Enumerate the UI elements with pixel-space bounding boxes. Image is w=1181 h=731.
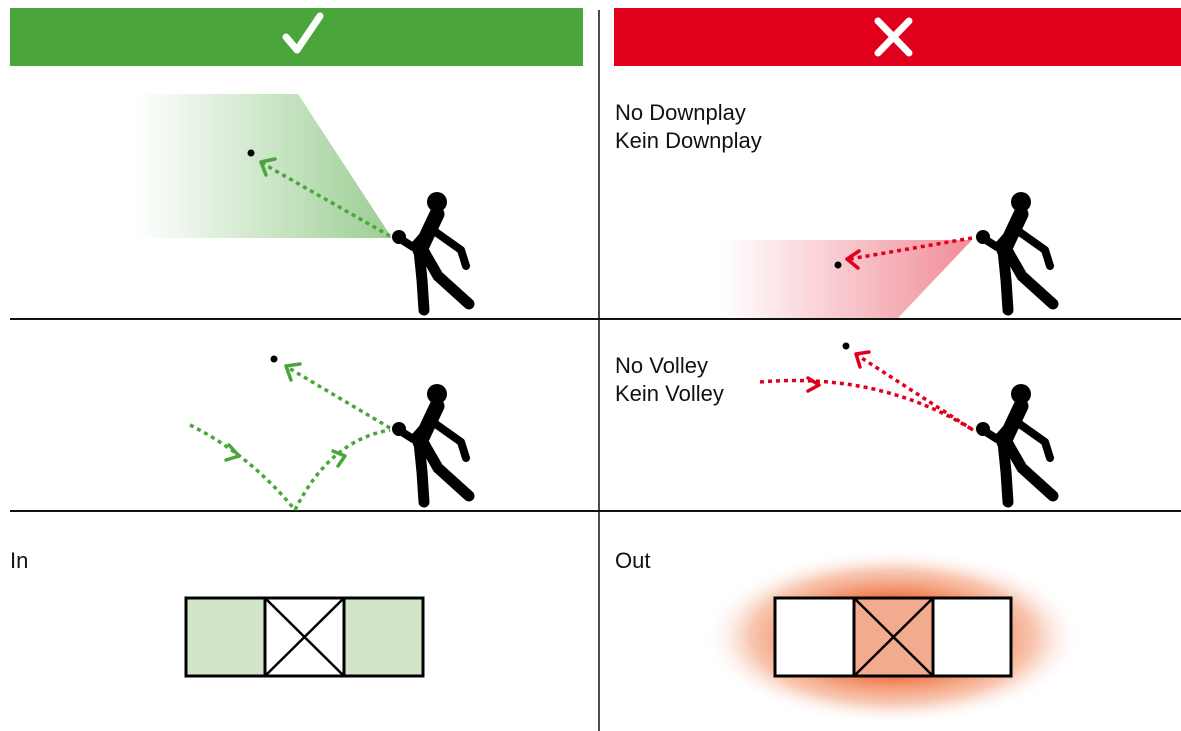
ball — [842, 342, 850, 350]
correct-header-bar — [10, 8, 583, 66]
trajectory — [261, 161, 391, 238]
ball — [270, 355, 278, 363]
shot-cone — [137, 94, 392, 238]
check-icon — [282, 12, 324, 54]
shot-cone — [722, 240, 972, 318]
arrowhead — [259, 157, 277, 177]
court-diagram — [773, 596, 1013, 678]
player-figure — [976, 384, 1053, 502]
cross-line — [853, 597, 934, 677]
rule-text-1: No Downplay — [615, 100, 746, 125]
arrowhead — [284, 362, 302, 382]
row2-right-panel: No Volley Kein Volley — [615, 342, 1053, 503]
cross-line — [264, 597, 345, 677]
rule-text-2: Kein Downplay — [615, 128, 762, 153]
rule-text-1: No Volley — [615, 353, 708, 378]
row3-left-panel: In — [10, 548, 425, 678]
correct-header — [10, 8, 583, 66]
arrowhead — [845, 249, 861, 270]
arrowhead — [854, 350, 871, 369]
rule-text-2: Kein Volley — [615, 381, 724, 406]
incorrect-header — [614, 8, 1181, 66]
ball — [834, 261, 842, 269]
row1-left-panel — [137, 94, 469, 310]
player-figure — [392, 384, 469, 502]
trajectory — [286, 365, 391, 430]
row3-right-panel: Out — [615, 548, 1083, 725]
incoming-trajectory — [189, 423, 297, 512]
bounce-trajectory — [293, 428, 391, 511]
court-diagram — [184, 596, 425, 678]
player-figure — [392, 192, 469, 310]
court-side-left — [773, 596, 856, 678]
court-side-right — [931, 596, 1013, 678]
arrowhead — [224, 443, 241, 462]
court-side-right — [342, 596, 425, 678]
out-label: Out — [615, 548, 650, 573]
row2-left-panel — [189, 355, 469, 512]
in-label: In — [10, 548, 28, 573]
row1-right-panel: No Downplay Kein Downplay — [615, 100, 1053, 318]
incoming-trajectory — [759, 378, 974, 432]
trajectory — [856, 353, 974, 432]
court-side-left — [184, 596, 267, 678]
player-figure — [976, 192, 1053, 310]
arrowhead — [806, 376, 821, 393]
cross-icon — [874, 17, 913, 57]
arrowhead — [331, 449, 347, 468]
ball — [247, 149, 255, 157]
